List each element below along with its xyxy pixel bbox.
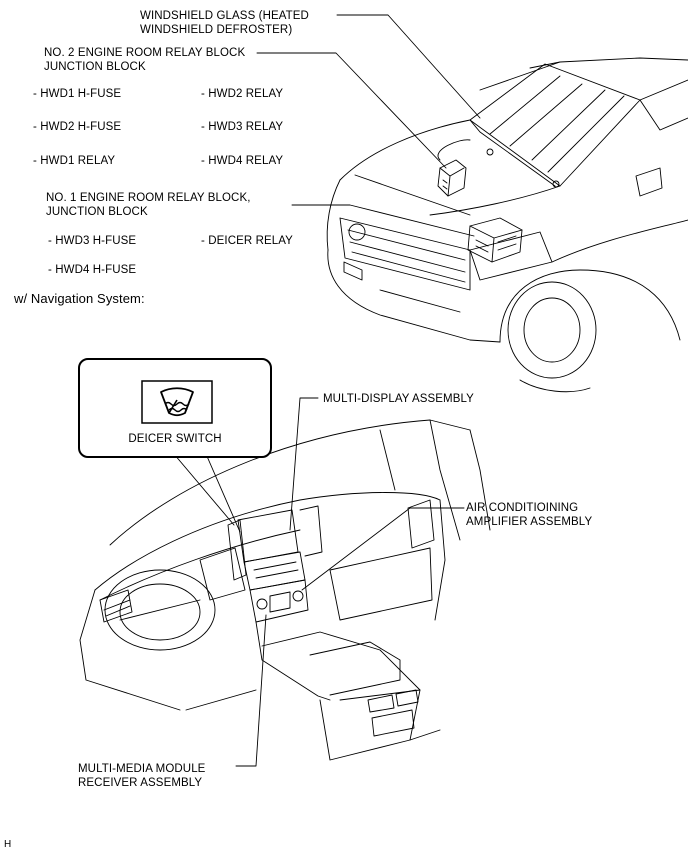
no1-item-hwd4-hfuse: - HWD4 H-FUSE [48,264,137,276]
no2-item-hwd2-hfuse: - HWD2 H-FUSE [33,121,122,133]
no2-item-hwd4-relay: - HWD4 RELAY [201,155,284,167]
no2-item-hwd1-hfuse: - HWD1 H-FUSE [33,88,122,100]
deicer-switch-callout: DEICER SWITCH [78,358,272,458]
no2-relay-block-label: NO. 2 ENGINE ROOM RELAY BLOCK [44,47,246,59]
no1-relay-block-label: NO. 1 ENGINE ROOM RELAY BLOCK, [46,192,251,204]
instrument-panel-illustration [79,419,491,761]
no2-item-hwd1-relay: - HWD1 RELAY [33,155,116,167]
no2-item-hwd3-relay: - HWD3 RELAY [201,121,284,133]
no2-relay-block-icon [437,159,467,197]
corner-code: H [4,839,12,850]
vehicle-illustration [326,57,688,393]
multi-media-module-label-line1: MULTI-MEDIA MODULE [78,763,206,775]
no2-item-hwd2-relay: - HWD2 RELAY [201,88,284,100]
windshield-glass-label: WINDSHIELD GLASS (HEATED [140,10,309,22]
deicer-switch-icon [141,380,213,424]
air-conditioning-label-line2: AMPLIFIER ASSEMBLY [466,516,593,528]
section-title-navigation: w/ Navigation System: [14,291,145,306]
no1-relay-block-icon [467,217,523,263]
no1-item-deicer-relay: - DEICER RELAY [201,235,293,247]
no1-item-hwd3-hfuse: - HWD3 H-FUSE [48,235,137,247]
windshield-glass-label-line2: WINDSHIELD DEFROSTER) [140,24,293,36]
multi-media-module-label-line2: RECEIVER ASSEMBLY [78,777,203,789]
no2-junction-block-label: JUNCTION BLOCK [44,61,146,73]
air-conditioning-label-line1: AIR CONDITIOINING [466,502,579,514]
deicer-switch-label: DEICER SWITCH [128,433,222,445]
multi-display-assembly-label: MULTI-DISPLAY ASSEMBLY [323,393,474,405]
no1-junction-block-label: JUNCTION BLOCK [46,206,148,218]
